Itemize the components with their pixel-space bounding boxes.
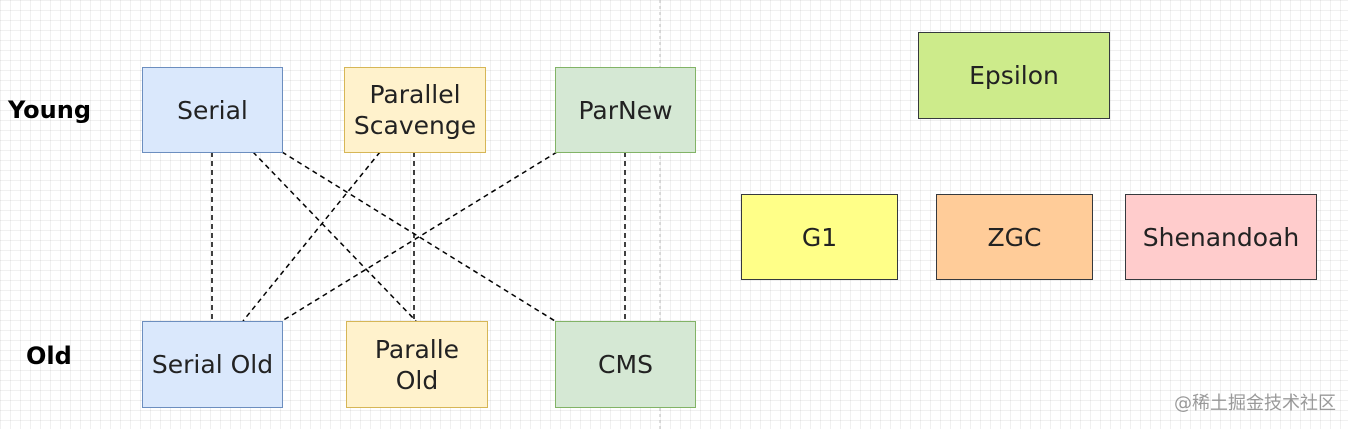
parallel-old-box[interactable]: Paralle Old xyxy=(346,321,488,408)
parallel-scavenge-box[interactable]: Parallel Scavenge xyxy=(344,67,486,153)
watermark: @稀土掘金技术社区 xyxy=(1174,393,1336,414)
link-parallel-scavenge-serial-old xyxy=(242,151,381,322)
g1-box[interactable]: G1 xyxy=(741,194,898,280)
serial-old-box[interactable]: Serial Old xyxy=(142,321,283,408)
shenandoah-box[interactable]: Shenandoah xyxy=(1125,194,1317,280)
serial-box[interactable]: Serial xyxy=(142,67,283,153)
zgc-box[interactable]: ZGC xyxy=(936,194,1093,280)
cms-box[interactable]: CMS xyxy=(555,321,696,408)
epsilon-box[interactable]: Epsilon xyxy=(918,32,1110,119)
parnew-box[interactable]: ParNew xyxy=(555,67,696,153)
link-serial-parallel-old xyxy=(252,151,417,322)
old-label: Old xyxy=(26,342,72,370)
young-label: Young xyxy=(8,96,92,124)
